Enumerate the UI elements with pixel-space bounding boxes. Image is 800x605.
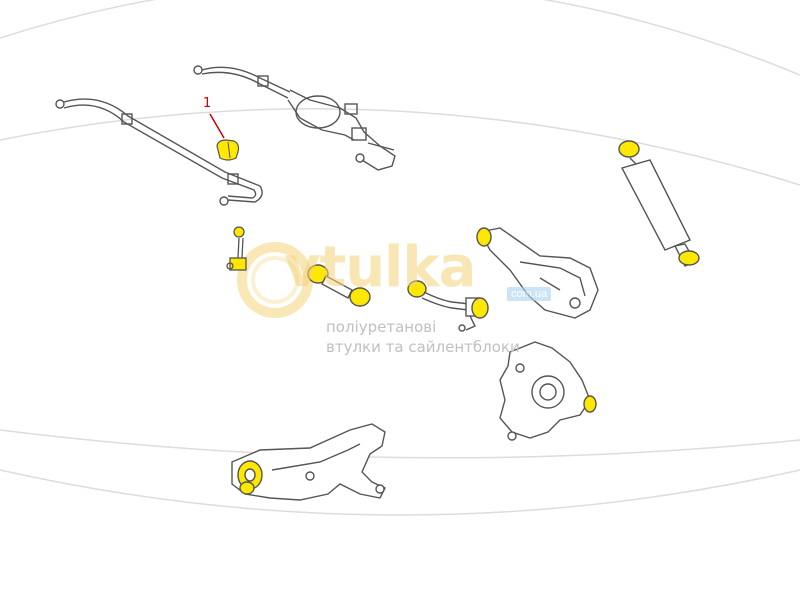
callout-number: 1 xyxy=(203,96,212,111)
stabilizer-link xyxy=(226,226,247,271)
watermark-brand: vtulka xyxy=(284,235,476,300)
watermark-tagline-line1: поліуретанові xyxy=(326,318,437,336)
stabilizer-bar xyxy=(55,98,263,206)
background-arcs xyxy=(0,0,800,516)
watermark-tagline-line2: втулки та сайлентблоки xyxy=(326,338,520,356)
callout-1 xyxy=(209,113,225,139)
rear-knuckle xyxy=(499,341,597,441)
watermark-domain-badge: com.ua xyxy=(507,287,552,301)
stabilizer-bar-with-actuator xyxy=(193,65,396,171)
stabilizer-bushing xyxy=(216,139,240,161)
rear-shock-absorber xyxy=(618,140,700,267)
lateral-link xyxy=(307,264,371,307)
toe-control-link xyxy=(407,280,489,332)
watermark-logo-icon xyxy=(237,242,313,318)
upper-control-arm xyxy=(476,227,599,319)
lower-trailing-arm xyxy=(231,423,386,501)
